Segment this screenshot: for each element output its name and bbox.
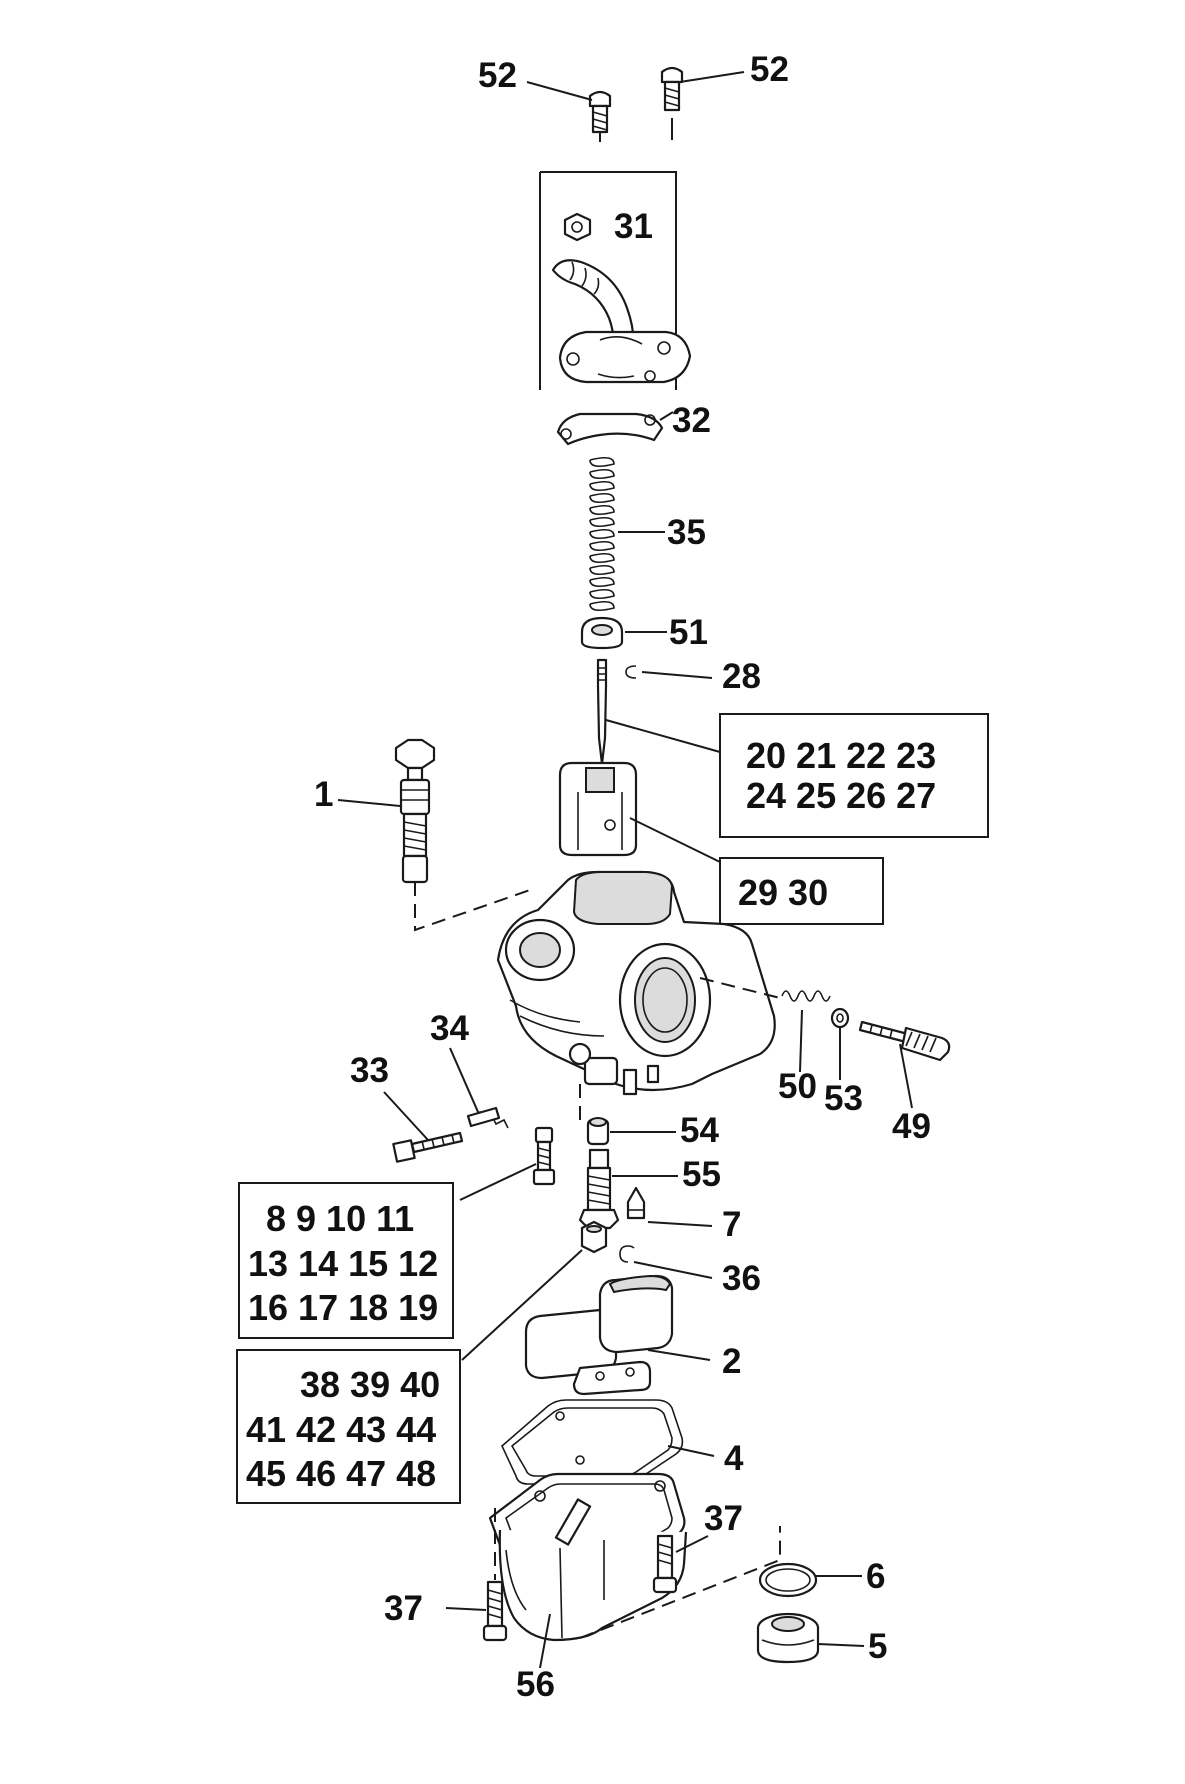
callout-56: 56 — [516, 1665, 555, 1704]
leader-5 — [817, 1643, 865, 1647]
leader-37-left — [445, 1607, 487, 1611]
leader-52-right — [679, 71, 745, 83]
float-bowl-gasket-4 — [501, 1399, 684, 1485]
callout-4: 4 — [724, 1439, 744, 1478]
callout-52-left: 52 — [478, 56, 517, 95]
leader-33 — [383, 1091, 429, 1141]
needle-box-row2: 24 25 26 27 — [746, 775, 936, 816]
carburetor-body — [496, 870, 776, 1096]
needle-box-row1: 20 21 22 23 — [746, 735, 936, 776]
callout-35: 35 — [667, 513, 706, 552]
callout-51: 51 — [669, 613, 708, 652]
dash-body-to-spring — [699, 977, 781, 999]
idle-screw-49 — [858, 1020, 951, 1062]
main-jet-box-row1: 8 9 10 11 — [266, 1198, 414, 1239]
leader-34 — [449, 1047, 479, 1113]
callout-6: 6 — [866, 1557, 885, 1596]
callout-55: 55 — [682, 1155, 721, 1194]
clip-28 — [625, 665, 637, 679]
leader-pilot-jet-box — [461, 1249, 583, 1361]
leader-37-right — [675, 1535, 709, 1553]
callout-34: 34 — [430, 1009, 469, 1048]
leader-7 — [647, 1221, 713, 1227]
leader-4 — [667, 1445, 715, 1457]
drain-plug-5 — [756, 1612, 820, 1664]
leader-50 — [799, 1009, 803, 1073]
main-jet-box-row2: 13 14 15 12 — [248, 1243, 438, 1284]
callout-5: 5 — [868, 1627, 887, 1666]
callout-53: 53 — [824, 1079, 863, 1118]
callout-31: 31 — [614, 207, 653, 246]
leader-56 — [539, 1613, 551, 1669]
callout-54: 54 — [680, 1111, 719, 1150]
needle-parts-box: 20 21 22 23 24 25 26 27 — [719, 713, 989, 838]
slide-box-row1: 29 30 — [738, 872, 828, 913]
bowl-screw-37-left — [482, 1580, 508, 1642]
needle-jet-55 — [578, 1148, 620, 1230]
callout-37-left: 37 — [384, 1589, 423, 1628]
starter-plunger-1 — [394, 738, 436, 884]
pilot-jet — [532, 1126, 556, 1186]
callout-28: 28 — [722, 657, 761, 696]
pilot-jet-box-row2: 41 42 43 44 — [246, 1409, 436, 1450]
main-jet-box-row3: 16 17 18 19 — [248, 1287, 438, 1328]
washer-53 — [830, 1007, 850, 1029]
screw-52-left — [588, 90, 612, 142]
throttle-slide — [558, 761, 638, 857]
bowl-screw-37-right — [652, 1534, 678, 1594]
callout-52-right: 52 — [750, 50, 789, 89]
leader-28 — [641, 671, 713, 679]
callout-33: 33 — [350, 1051, 389, 1090]
spring-seat-51 — [580, 616, 624, 650]
callout-2: 2 — [722, 1342, 741, 1381]
pilot-jet-box-row1: 38 39 40 — [300, 1364, 440, 1405]
callout-36: 36 — [722, 1259, 761, 1298]
float-needle-valve-7 — [626, 1186, 646, 1220]
throttle-stop-screw-33 — [392, 1131, 464, 1163]
leader-needle-box — [605, 719, 721, 753]
gasket-32 — [556, 412, 664, 446]
jet-needle — [596, 658, 608, 766]
float-bowl-56 — [488, 1472, 688, 1642]
callout-50: 50 — [778, 1067, 817, 1106]
leader-2 — [647, 1349, 711, 1361]
pilot-jet-box-row3: 45 46 47 48 — [246, 1453, 436, 1494]
leader-32 — [659, 411, 674, 421]
callout-7: 7 — [722, 1205, 741, 1244]
pilot-jet-parts-box: 38 39 40 41 42 43 44 45 46 47 48 — [236, 1349, 461, 1504]
cap-assembly — [539, 171, 692, 390]
float-2 — [524, 1274, 674, 1396]
callout-1: 1 — [314, 775, 333, 814]
o-ring-6 — [758, 1562, 818, 1598]
leader-main-jet-box — [459, 1163, 537, 1201]
main-jet-parts-box: 8 9 10 11 13 14 15 12 16 17 18 19 — [238, 1182, 454, 1339]
idle-screw-spring-50 — [781, 990, 831, 1002]
slide-parts-box: 29 30 — [719, 857, 884, 925]
clip-36 — [619, 1245, 635, 1263]
dash-bowl-to-plug — [579, 1526, 781, 1639]
callout-37-right: 37 — [704, 1499, 743, 1538]
needle-jet-holder-54 — [586, 1117, 610, 1146]
spring-35 — [589, 456, 615, 612]
callout-49: 49 — [892, 1107, 931, 1146]
leader-52-left — [526, 81, 593, 101]
leader-slide-box — [629, 817, 721, 863]
pilot-screw-spring-34 — [466, 1106, 509, 1129]
dash-starter-to-body — [414, 882, 531, 932]
leader-36 — [633, 1261, 713, 1279]
leader-1 — [337, 799, 401, 807]
callout-32: 32 — [672, 401, 711, 440]
main-jet — [580, 1220, 608, 1254]
screw-52-right — [660, 66, 684, 140]
leader-49 — [899, 1043, 913, 1109]
